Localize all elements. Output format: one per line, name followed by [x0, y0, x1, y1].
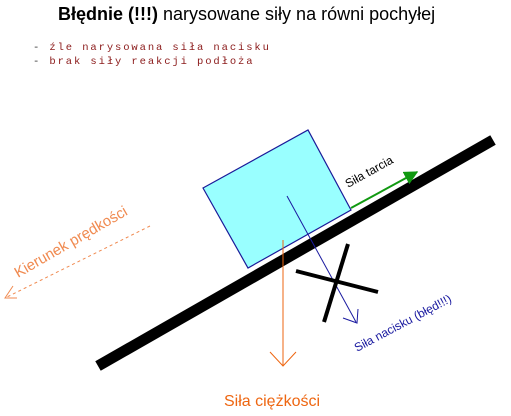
gravity-force-arrow — [269, 240, 297, 367]
gravity-label: Siła ciężkości — [224, 393, 320, 410]
friction-force-arrow — [350, 171, 419, 209]
wrong-normal-label: Siła nacisku (błęd!!!) — [352, 292, 454, 355]
title-emphasis: Błędnie (!!!) — [58, 4, 158, 24]
friction-label: Siła tarcia — [343, 153, 396, 191]
error-notes: - źle narysowana siła nacisku - brak sił… — [33, 41, 271, 69]
wrong-normal-force-arrow — [286, 195, 359, 324]
velocity-arrow — [4, 225, 151, 299]
title-rest: narysowane siły na równi pochyłej — [163, 4, 436, 24]
page-title: Błędnie (!!!) narysowane siły na równi p… — [58, 4, 435, 25]
block — [202, 129, 352, 269]
note-item: - źle narysowana siła nacisku — [33, 42, 271, 54]
incline-plane — [95, 135, 496, 371]
note-item: - brak siły reakcji podłoża — [33, 56, 255, 68]
error-cross-icon — [295, 243, 379, 323]
velocity-label: Kierunek prędkości — [12, 203, 131, 282]
